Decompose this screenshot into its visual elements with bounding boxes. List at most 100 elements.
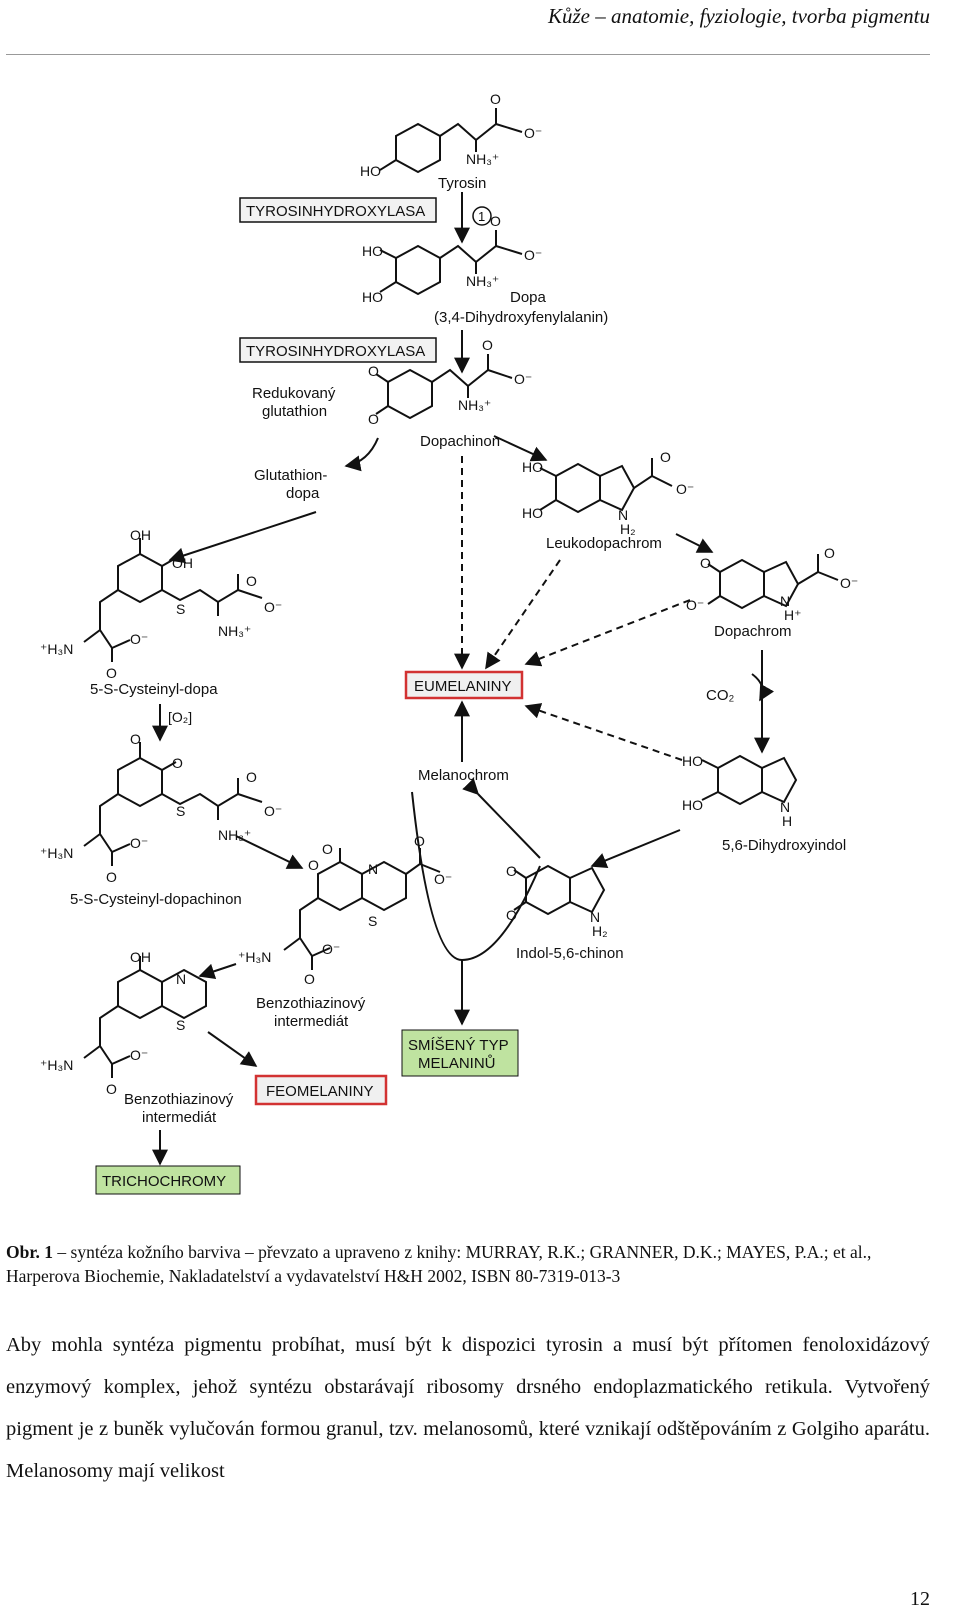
label-h3n: ⁺H₃N [40,1057,73,1073]
label-oh: OH [130,527,151,543]
label-ho: HO [360,163,381,179]
label-dopachrom: Dopachrom [714,623,792,640]
label-ho: HO [362,243,383,259]
figure-caption: Obr. 1 – syntéza kožního barviva – převz… [6,1240,931,1288]
step-number-circle [472,206,492,226]
label-benzothiazine2-l1: Benzothiazinový [124,1091,234,1108]
label-o: O [368,411,379,427]
label-oh: OH [130,949,151,965]
label-dihydroxyindol: 5,6-Dihydroxyindol [722,837,846,854]
label-gsh-dopa-2: dopa [286,485,320,502]
label-dopa: Dopa [510,289,547,306]
label-o: O [172,755,183,771]
arrow-to-benzothiazine2 [198,963,237,980]
curved-arrow-co2 [751,673,775,702]
label-co2: CO₂ [706,687,735,704]
label-o: O [106,665,117,681]
label-o: O [308,857,319,873]
label-cysteinyl-dopa: 5-S-Cysteinyl-dopa [90,681,218,698]
trichochrome-label: TRICHOCHROMY [102,1173,226,1190]
label-reduced-gsh-2: glutathion [262,403,327,420]
label-o: O [506,907,517,923]
page-number: 12 [910,1588,930,1610]
label-tyrosin: Tyrosin [438,175,486,192]
label-h2: H₂ [592,923,608,939]
label-h3n: ⁺H₃N [40,641,73,657]
label-o: O [106,1081,117,1097]
label-leukodopachrom: Leukodopachrom [546,535,662,552]
dopachrom-ring [719,558,765,610]
step-number: 1 [478,209,485,224]
mixed-label-1: SMÍŠENÝ TYP [408,1037,509,1054]
cysteinyl-dopa-ring [117,552,163,604]
label-o-minus: O⁻ [514,371,532,387]
enzyme-1-label: TYROSINHYDROXYLASA [246,203,425,220]
label-h2: H₂ [620,521,636,537]
label-h3n: ⁺H₃N [40,845,73,861]
label-o-minus: O⁻ [676,481,694,497]
curved-arrow-glutathion [344,437,379,472]
label-o-minus: O⁻ [130,631,148,647]
label-h3n: ⁺H₃N [238,949,271,965]
merge-line-left [411,791,463,961]
pheomelanin-label: FEOMELANINY [266,1083,374,1100]
label-o: O [490,213,501,229]
label-nh3: NH₃⁺ [466,273,499,289]
label-nh3: NH₃⁺ [466,151,499,167]
label-o: O [322,841,333,857]
leukodopachrom-pyrrole [599,464,636,512]
eumelanin-label: EUMELANINY [414,678,512,695]
enzyme-2-label: TYROSINHYDROXYLASA [246,343,425,360]
arrow-to-pheomelanin [207,1031,258,1067]
label-nh3: NH₃⁺ [458,397,491,413]
label-indolchinon: Indol-5,6-chinon [516,945,624,962]
label-o-minus: O⁻ [130,1047,148,1063]
label-o-minus: O⁻ [264,803,282,819]
dopachrom-pyrrole [763,560,800,608]
label-o: O [700,555,711,571]
label-n: N [618,507,628,523]
trichochrome-box: TRICHOCHROMY [95,1165,241,1195]
label-o: O [246,769,257,785]
label-ho: HO [682,753,703,769]
label-o: O [482,337,493,353]
benzothiazine1-thiazine [361,860,407,912]
dashed-arrow-leukodopachrom-eumelanin [485,559,561,670]
label-reduced-gsh-1: Redukovaný [252,385,336,402]
label-o: O [824,545,835,561]
benzothiazine2-thiazine [161,968,207,1020]
label-n: N [780,799,790,815]
running-title: Kůže – anatomie, fyziologie, tvorba pigm… [547,4,930,28]
indolchinon-ring [525,864,571,916]
eumelanin-box: EUMELANINY [404,670,524,700]
cysteinyl-dopachinon-ring [117,756,163,808]
label-dopachinon: Dopachinon [420,433,500,450]
running-header: Kůže – anatomie, fyziologie, tvorba pigm… [0,0,960,56]
label-h-plus: H⁺ [784,607,802,623]
merge-line-right [461,865,541,961]
mixed-label-2: MELANINŮ [418,1054,496,1072]
benzothiazine1-ring [317,860,363,912]
label-o: O [368,363,379,379]
arrow-leukodopachrom-dopachrom [675,533,714,553]
melanin-synthesis-diagram: HO Tyrosin O O⁻ NH₃⁺ HO HO O O⁻ NH₃⁺ Dop… [40,91,858,1195]
label-ho: HO [522,459,543,475]
label-nh3: NH₃⁺ [218,623,251,639]
enzyme-box-2: TYROSINHYDROXYLASA [239,337,437,363]
dihydroxyindol-ring [717,754,763,806]
label-o-minus: O⁻ [130,835,148,851]
label-o-minus: O⁻ [686,597,704,613]
arrow-indolchinon-to-melanochrom [462,778,541,859]
label-o2: [O₂] [168,709,192,725]
label-n: N [368,861,378,877]
label-dopa-full: (3,4-Dihydroxyfenylalanin) [434,309,608,326]
dashed-arrow-dihydroxyindol-eumelanin [524,703,683,761]
label-o-minus: O⁻ [264,599,282,615]
dashed-arrow-dopachrom-eumelanin [524,599,691,667]
label-ho: HO [362,289,383,305]
dopa-ring [395,244,441,296]
label-o: O [506,863,517,879]
label-h: H [782,813,792,829]
label-o: O [660,449,671,465]
label-cysteinyl-dopachinon: 5-S-Cysteinyl-dopachinon [70,891,242,908]
